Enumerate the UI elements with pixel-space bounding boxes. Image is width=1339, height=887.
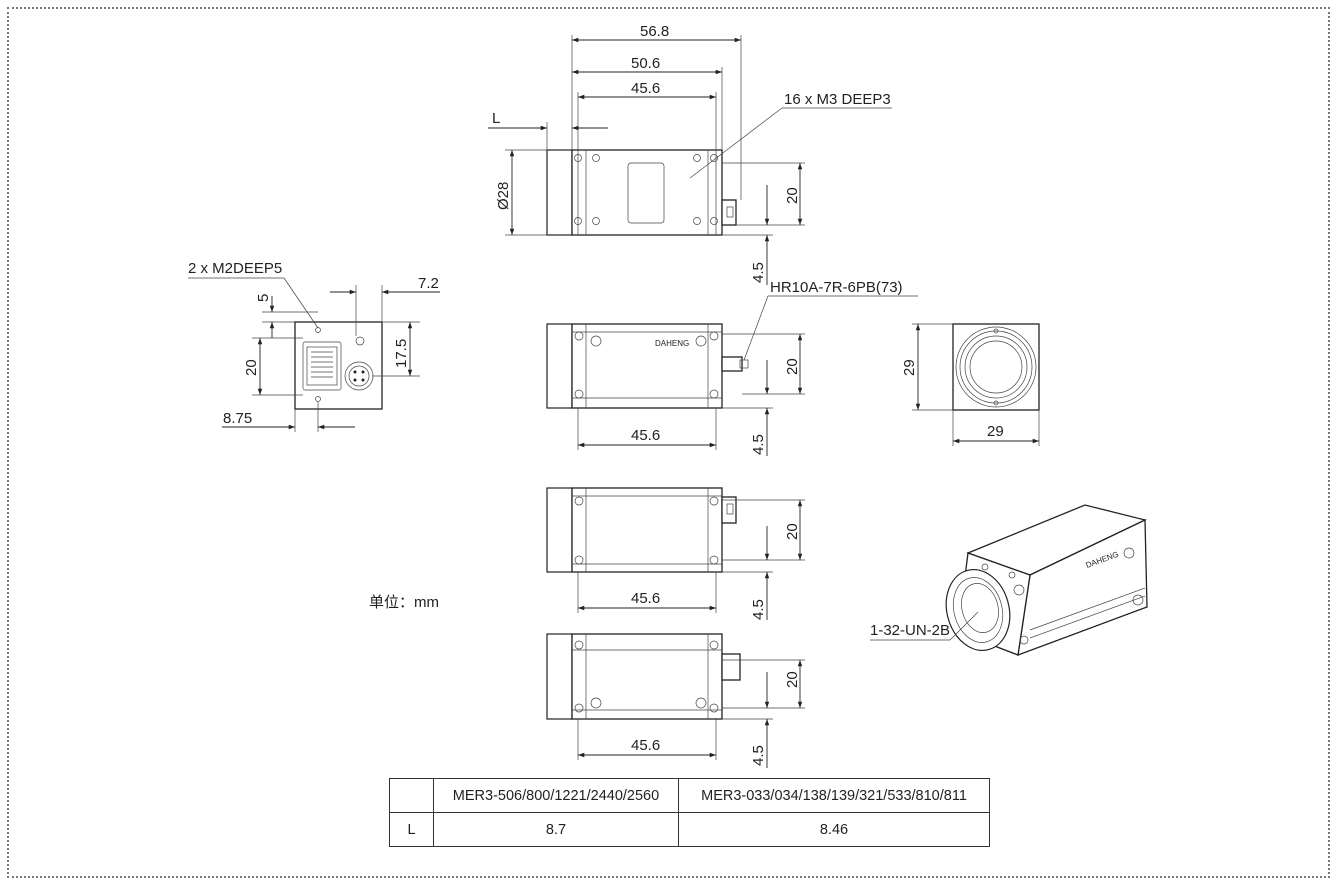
dim-45-6: 45.6: [631, 80, 660, 97]
isometric-view: DAHENG 1-32-UN-2B: [870, 504, 1148, 656]
table-header-blank: [389, 778, 434, 813]
side-view-3: 20 4.5 45.6: [546, 633, 805, 768]
dim-8-75: 8.75: [223, 410, 252, 427]
dim-29-width: 29: [987, 423, 1004, 440]
lens-barrel: [546, 633, 573, 720]
unit-label: 单位：mm: [369, 594, 439, 611]
drawing-frame: [7, 7, 1330, 878]
dim-20-rear: 20: [243, 359, 260, 376]
status-led: [355, 336, 365, 346]
dim-20-side1: 20: [784, 358, 801, 375]
lens-barrel: [546, 323, 573, 409]
dim-17-5: 17.5: [393, 339, 410, 368]
ethernet-port: [302, 341, 342, 391]
table-cell-val2: 8.46: [678, 812, 990, 847]
dim-20-side3: 20: [784, 671, 801, 688]
rear-panel: [294, 321, 383, 410]
dim-56-8: 56.8: [640, 23, 669, 40]
rear-view: 2 x M2DEEP5 5 20 7.2 17.5 8.75: [188, 260, 440, 432]
table-cell-val1: 8.7: [433, 812, 679, 847]
connector-label: HR10A-7R-6PB(73): [770, 279, 903, 296]
dim-20-side2: 20: [784, 523, 801, 540]
connector-stub: [721, 199, 737, 226]
dim-4-5-side3: 4.5: [750, 745, 767, 766]
top-view: 56.8 50.6 45.6 L Ø28 20 4.5 16 x M3 DEEP…: [488, 23, 892, 285]
dim-4-5-side2: 4.5: [750, 599, 767, 620]
brand-mark: DAHENG: [655, 339, 689, 348]
screw-note-rear: 2 x M2DEEP5: [188, 260, 282, 277]
front-view: 29 29: [901, 323, 1040, 446]
dim-29-height: 29: [901, 359, 918, 376]
lens-barrel: [546, 487, 573, 573]
table-row-label: L: [389, 812, 434, 847]
lens-barrel: [546, 149, 573, 236]
side-view-1: DAHENG HR10A-7R-6PB(73) 20 4.5 45.6: [546, 279, 918, 456]
camera-body: [571, 149, 723, 236]
screw-holes: [574, 154, 718, 225]
table-header-col1: MER3-506/800/1221/2440/2560: [433, 778, 679, 813]
side-view-2: 20 4.5 45.6: [546, 487, 805, 620]
dim-50-6: 50.6: [631, 55, 660, 72]
dim-L: L: [492, 110, 500, 127]
dim-45-6-side1: 45.6: [631, 427, 660, 444]
dim-4-5-side1: 4.5: [750, 434, 767, 455]
dim-45-6-side2: 45.6: [631, 590, 660, 607]
screw-note-top: 16 x M3 DEEP3: [784, 91, 891, 108]
dim-5: 5: [255, 294, 272, 302]
dim-45-6-side3: 45.6: [631, 737, 660, 754]
table-header-col2: MER3-033/034/138/139/321/533/810/811: [678, 778, 990, 813]
dim-20-top: 20: [784, 187, 801, 204]
table-row: MER3-506/800/1221/2440/2560 MER3-033/034…: [389, 778, 990, 813]
spec-table: MER3-506/800/1221/2440/2560 MER3-033/034…: [389, 778, 990, 847]
table-row: L 8.7 8.46: [389, 812, 990, 847]
hr10a-connector: [721, 356, 743, 372]
dim-4-5-top: 4.5: [750, 262, 767, 283]
thread-label: 1-32-UN-2B: [870, 622, 950, 639]
dim-7-2: 7.2: [418, 275, 439, 292]
dim-diameter-28: Ø28: [495, 182, 512, 210]
